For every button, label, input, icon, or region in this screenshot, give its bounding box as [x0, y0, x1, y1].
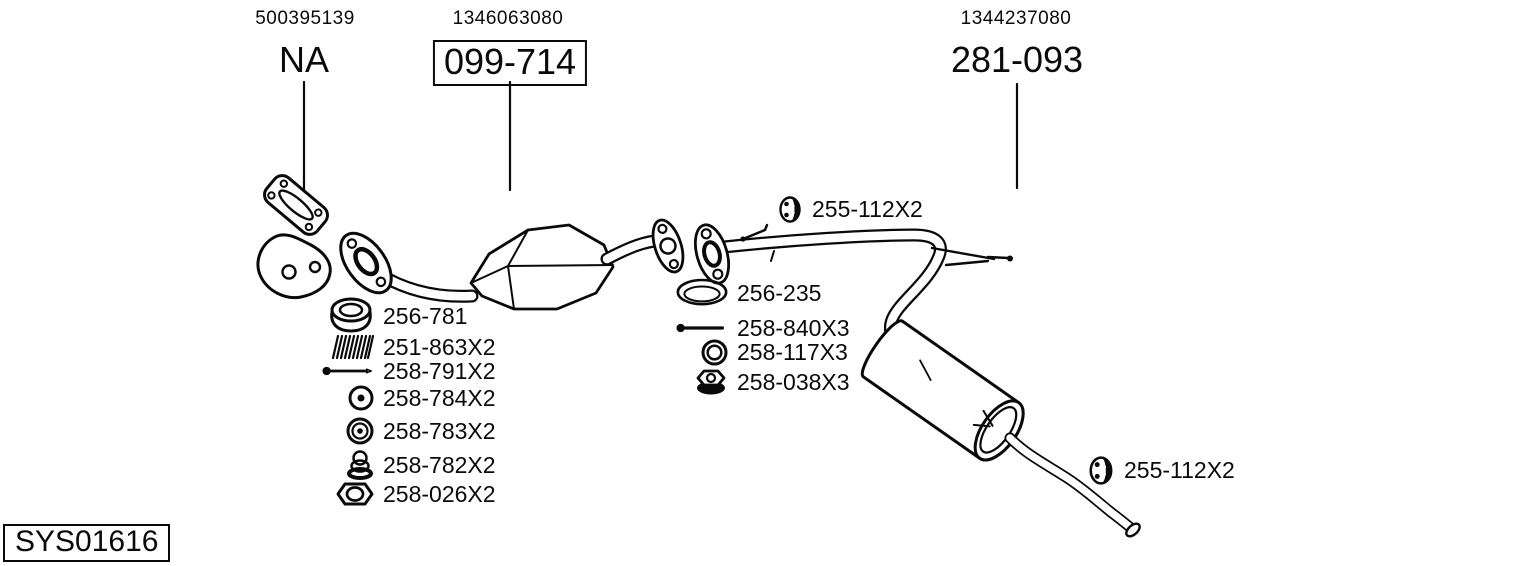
leader-lines	[302, 80, 1019, 194]
ref-number-right: 1344237080	[960, 8, 1072, 29]
muffler-art	[860, 319, 1141, 538]
part-row: 258-791X2	[322, 357, 496, 384]
part-row: 255-112X2	[776, 195, 923, 223]
bolt-icon	[676, 321, 728, 335]
part-row: 258-784X2	[322, 385, 496, 411]
part-number: 256-781	[383, 302, 468, 329]
washer-dot-icon	[322, 385, 374, 411]
part-row: 258-782X2	[322, 450, 496, 480]
part-row: 258-783X2	[322, 417, 496, 445]
part-number: 258-117X3	[737, 338, 848, 365]
spring-icon	[322, 334, 374, 360]
ref-number-middle: 1346063080	[452, 8, 564, 29]
part-number: 258-783X2	[383, 417, 496, 444]
flange-nut-icon	[676, 369, 728, 396]
rubber-hanger-icon	[1088, 455, 1114, 485]
part-row: 258-840X3	[676, 314, 850, 341]
part-row: 256-235	[676, 276, 821, 310]
washer-ring-icon	[676, 339, 728, 366]
gasket-ring-icon	[676, 277, 728, 309]
part-number: 258-782X2	[383, 451, 496, 478]
system-id-badge: SYS01616	[3, 524, 171, 562]
cone-ring-icon	[322, 297, 374, 335]
bolt-icon	[322, 364, 374, 378]
part-code-na: NA	[278, 39, 330, 80]
front-pipe-art	[339, 231, 479, 303]
part-row: 256-781	[322, 296, 467, 336]
part-number: 258-840X3	[737, 314, 850, 341]
rubber-hanger-icon	[776, 195, 802, 223]
part-number: 258-791X2	[383, 357, 496, 384]
part-number: 258-784X2	[383, 384, 496, 411]
mount-stack-icon	[322, 450, 374, 480]
part-code-right: 281-093	[950, 39, 1084, 80]
part-number: 256-235	[737, 279, 822, 306]
hex-nut-icon	[322, 481, 374, 507]
part-number: 258-038X3	[737, 368, 850, 395]
part-number: 255-112X2	[812, 195, 923, 222]
catalytic-converter-art	[469, 218, 685, 311]
part-code-boxed: 099-714	[432, 40, 588, 86]
ref-number-left: 500395139	[255, 8, 355, 29]
part-row: 251-863X2	[322, 334, 496, 360]
grommet-icon	[322, 417, 374, 445]
part-number: 251-863X2	[383, 333, 496, 360]
part-row: 258-026X2	[322, 480, 496, 508]
manifold-flange-art	[256, 174, 332, 300]
part-number: 255-112X2	[1124, 456, 1235, 483]
part-row: 258-117X3	[676, 339, 848, 365]
part-row: 255-112X2	[1088, 455, 1235, 485]
part-row: 258-038X3	[676, 368, 850, 396]
part-number: 258-026X2	[383, 480, 496, 507]
